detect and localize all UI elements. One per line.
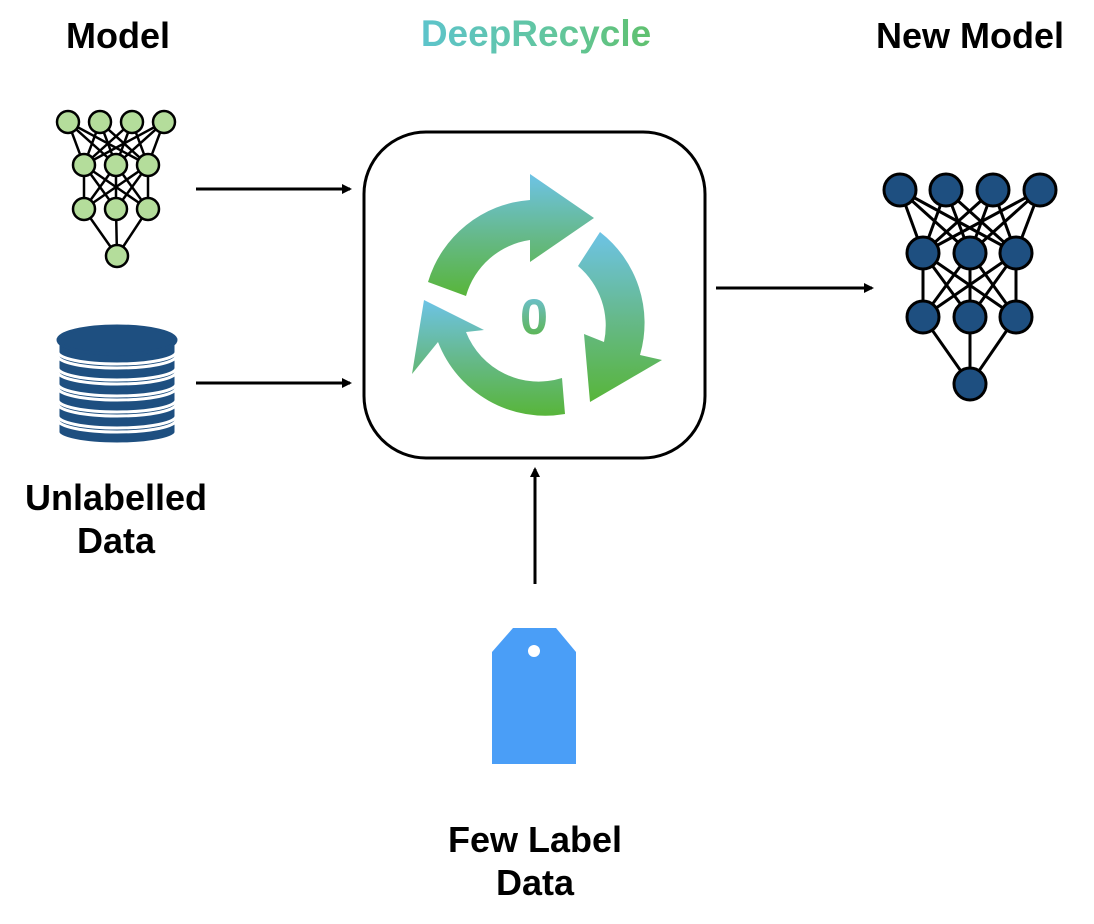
unlabelled-data-label-line1: Unlabelled (24, 477, 208, 518)
tag-icon (492, 628, 576, 764)
large-network-icon (882, 172, 1058, 402)
deeprecycle-title: DeepRecycle (396, 12, 676, 56)
new-model-label: New Model (875, 15, 1064, 56)
unlabelled-data-label: Unlabelled Data (0, 476, 232, 562)
unlabelled-data-label-line2: Data (76, 520, 156, 562)
few-label-data-label-line1: Few Label (447, 819, 623, 860)
recycle-icon (412, 174, 662, 416)
few-label-data-label-line2: Data (495, 862, 575, 904)
few-label-data-label: Few Label Data (415, 818, 655, 904)
recycle-center-number: 0 (520, 289, 548, 345)
database-icon (56, 324, 178, 446)
model-label: Model (66, 15, 170, 56)
small-network-icon (55, 109, 177, 269)
